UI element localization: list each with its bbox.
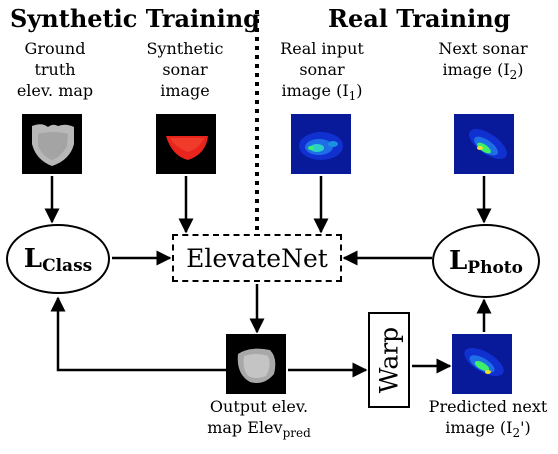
next-sonar-label: Next sonar image (I2)	[438, 39, 528, 83]
real-input-label: Real input sonar image (I1)	[280, 39, 364, 104]
arrow-output-to-lclass	[50, 296, 226, 372]
output-elevation-map	[226, 334, 286, 394]
real-training-header: Real Training	[328, 4, 511, 33]
next-sonar-image	[454, 114, 514, 174]
warp-box: Warp	[368, 312, 410, 408]
real-input-sonar-image	[291, 114, 351, 174]
synthetic-training-header: Synthetic Training	[10, 4, 260, 33]
predicted-next-label: Predicted next image (I2')	[428, 397, 548, 441]
synthetic-sonar-image	[156, 114, 216, 174]
predicted-next-image	[452, 334, 512, 394]
ground-truth-elevation-map	[22, 114, 82, 174]
elevatenet-label: ElevateNet	[186, 243, 328, 273]
synthetic-sonar-label: Synthetic sonar image	[146, 39, 224, 100]
output-elevation-label: Output elev. map Elevpred	[207, 397, 311, 441]
ground-truth-label: Ground truth elev. map	[16, 39, 94, 100]
warp-label: Warp	[374, 326, 404, 394]
elevatenet-box: ElevateNet	[172, 234, 342, 282]
